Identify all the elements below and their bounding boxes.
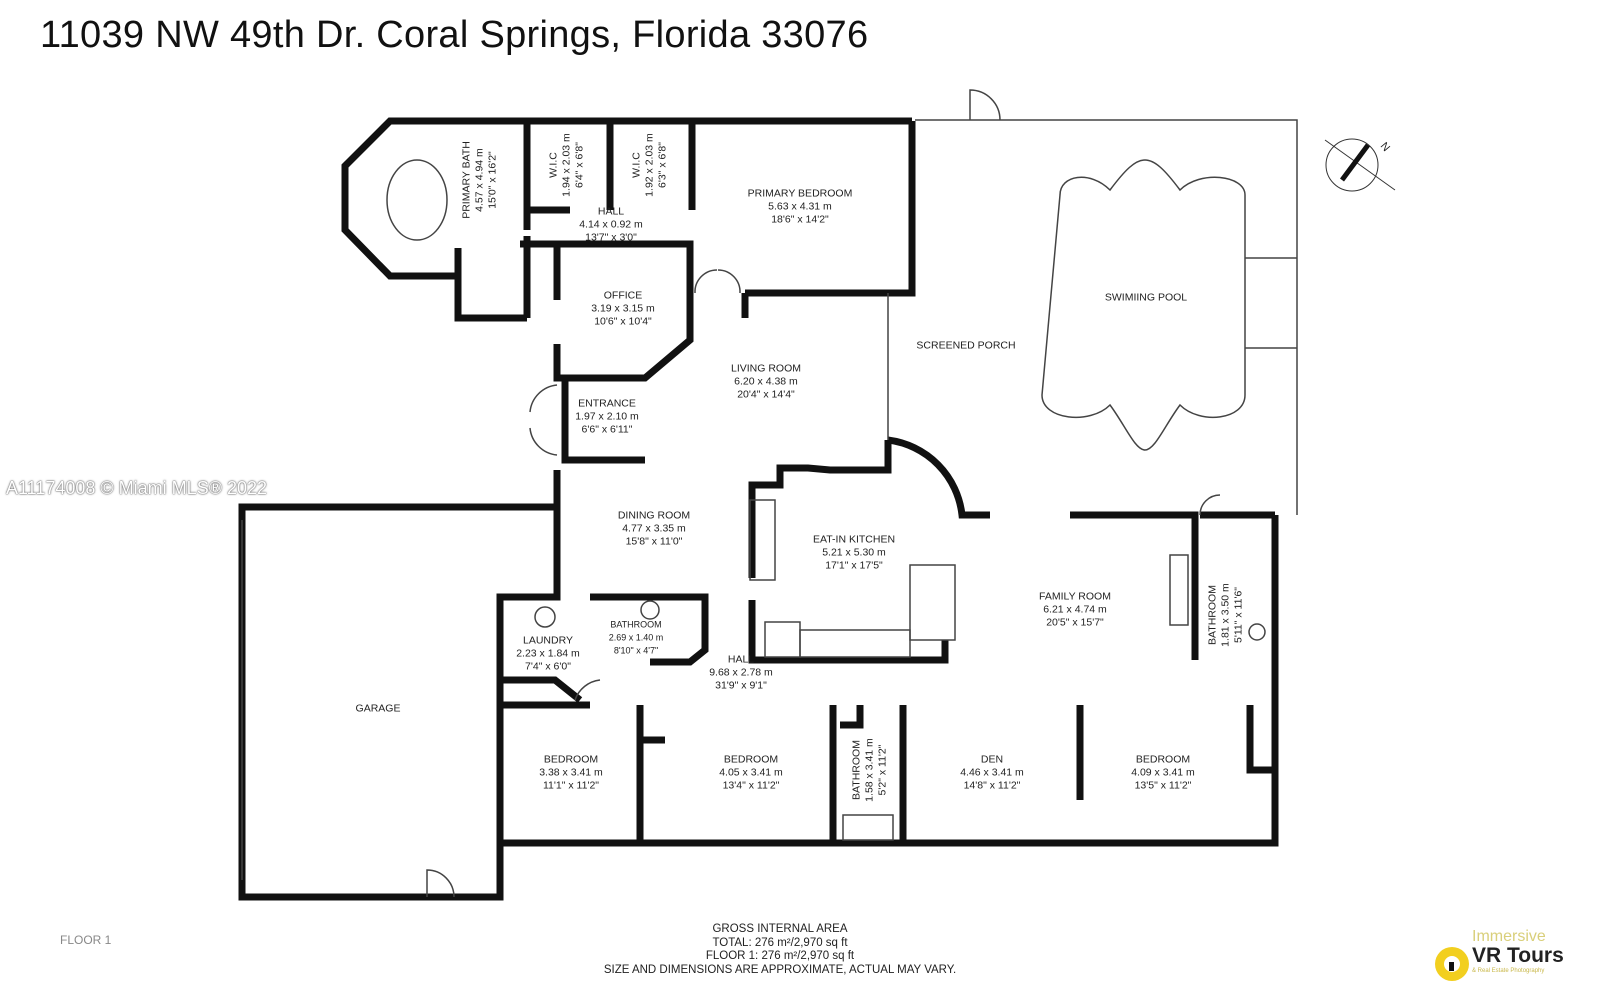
- bathtub: [386, 159, 448, 241]
- wall: [748, 440, 892, 578]
- room-label-screened-porch: SCREENED PORCH: [916, 339, 1016, 352]
- counter: [799, 629, 911, 658]
- door-swing: [969, 89, 1001, 121]
- wall: [341, 117, 912, 280]
- door-swing: [574, 679, 601, 701]
- compass-icon: N: [1324, 138, 1396, 192]
- door-swing: [426, 869, 455, 898]
- mls-watermark: A11174008 © Miami MLS® 2022: [6, 478, 267, 498]
- sink: [1248, 623, 1266, 641]
- door-swing: [529, 384, 558, 456]
- sink: [640, 600, 660, 620]
- gross-area-floor1: FLOOR 1: 276 m²/2,970 sq ft: [705, 950, 855, 962]
- door-swing: [1199, 494, 1221, 516]
- logo-line-1: Immersive: [1472, 928, 1546, 945]
- walls: [238, 117, 1279, 901]
- wall: [238, 470, 561, 901]
- tub: [842, 814, 894, 841]
- gross-area-block: GROSS INTERNAL AREA TOTAL: 276 m²/2,970 …: [604, 923, 956, 977]
- gross-area-total: TOTAL: 276 m²/2,970 sq ft: [712, 936, 848, 949]
- logo-line-2: VR Tours: [1472, 944, 1564, 967]
- wall: [561, 378, 645, 464]
- wall: [500, 705, 1279, 847]
- camera-house-icon: [1435, 947, 1469, 981]
- floor-label: FLOOR 1: [60, 933, 112, 947]
- wall: [748, 600, 949, 664]
- wall: [500, 676, 583, 703]
- logo-line-3: & Real Estate Photography: [1472, 968, 1545, 974]
- compass-label: N: [1378, 140, 1392, 154]
- counter: [764, 621, 801, 658]
- wall: [887, 436, 990, 519]
- room-label-pool: SWIMIING POOL: [1104, 291, 1188, 304]
- company-logo: Immersive VR Tours & Real Estate Photogr…: [1432, 924, 1592, 994]
- screen-wall: [915, 119, 1298, 515]
- island: [909, 564, 956, 641]
- wall: [1246, 705, 1275, 774]
- wall: [840, 705, 864, 729]
- washer: [534, 606, 556, 628]
- wall: [520, 240, 694, 382]
- gross-area-heading: GROSS INTERNAL AREA: [712, 923, 848, 935]
- disclaimer: SIZE AND DIMENSIONS ARE APPROXIMATE, ACT…: [603, 963, 957, 976]
- wall: [745, 121, 916, 297]
- page-title: 11039 NW 49th Dr. Coral Springs, Florida…: [40, 14, 869, 56]
- pool-outline: [1041, 159, 1246, 451]
- closet: [1169, 554, 1189, 626]
- door-swing: [694, 269, 741, 294]
- thin-lines: [241, 89, 1298, 898]
- room-label-garage: GARAGE: [355, 702, 401, 715]
- cabinet: [749, 499, 776, 581]
- wall: [1070, 511, 1199, 660]
- wall: [454, 248, 527, 322]
- wall: [590, 593, 709, 666]
